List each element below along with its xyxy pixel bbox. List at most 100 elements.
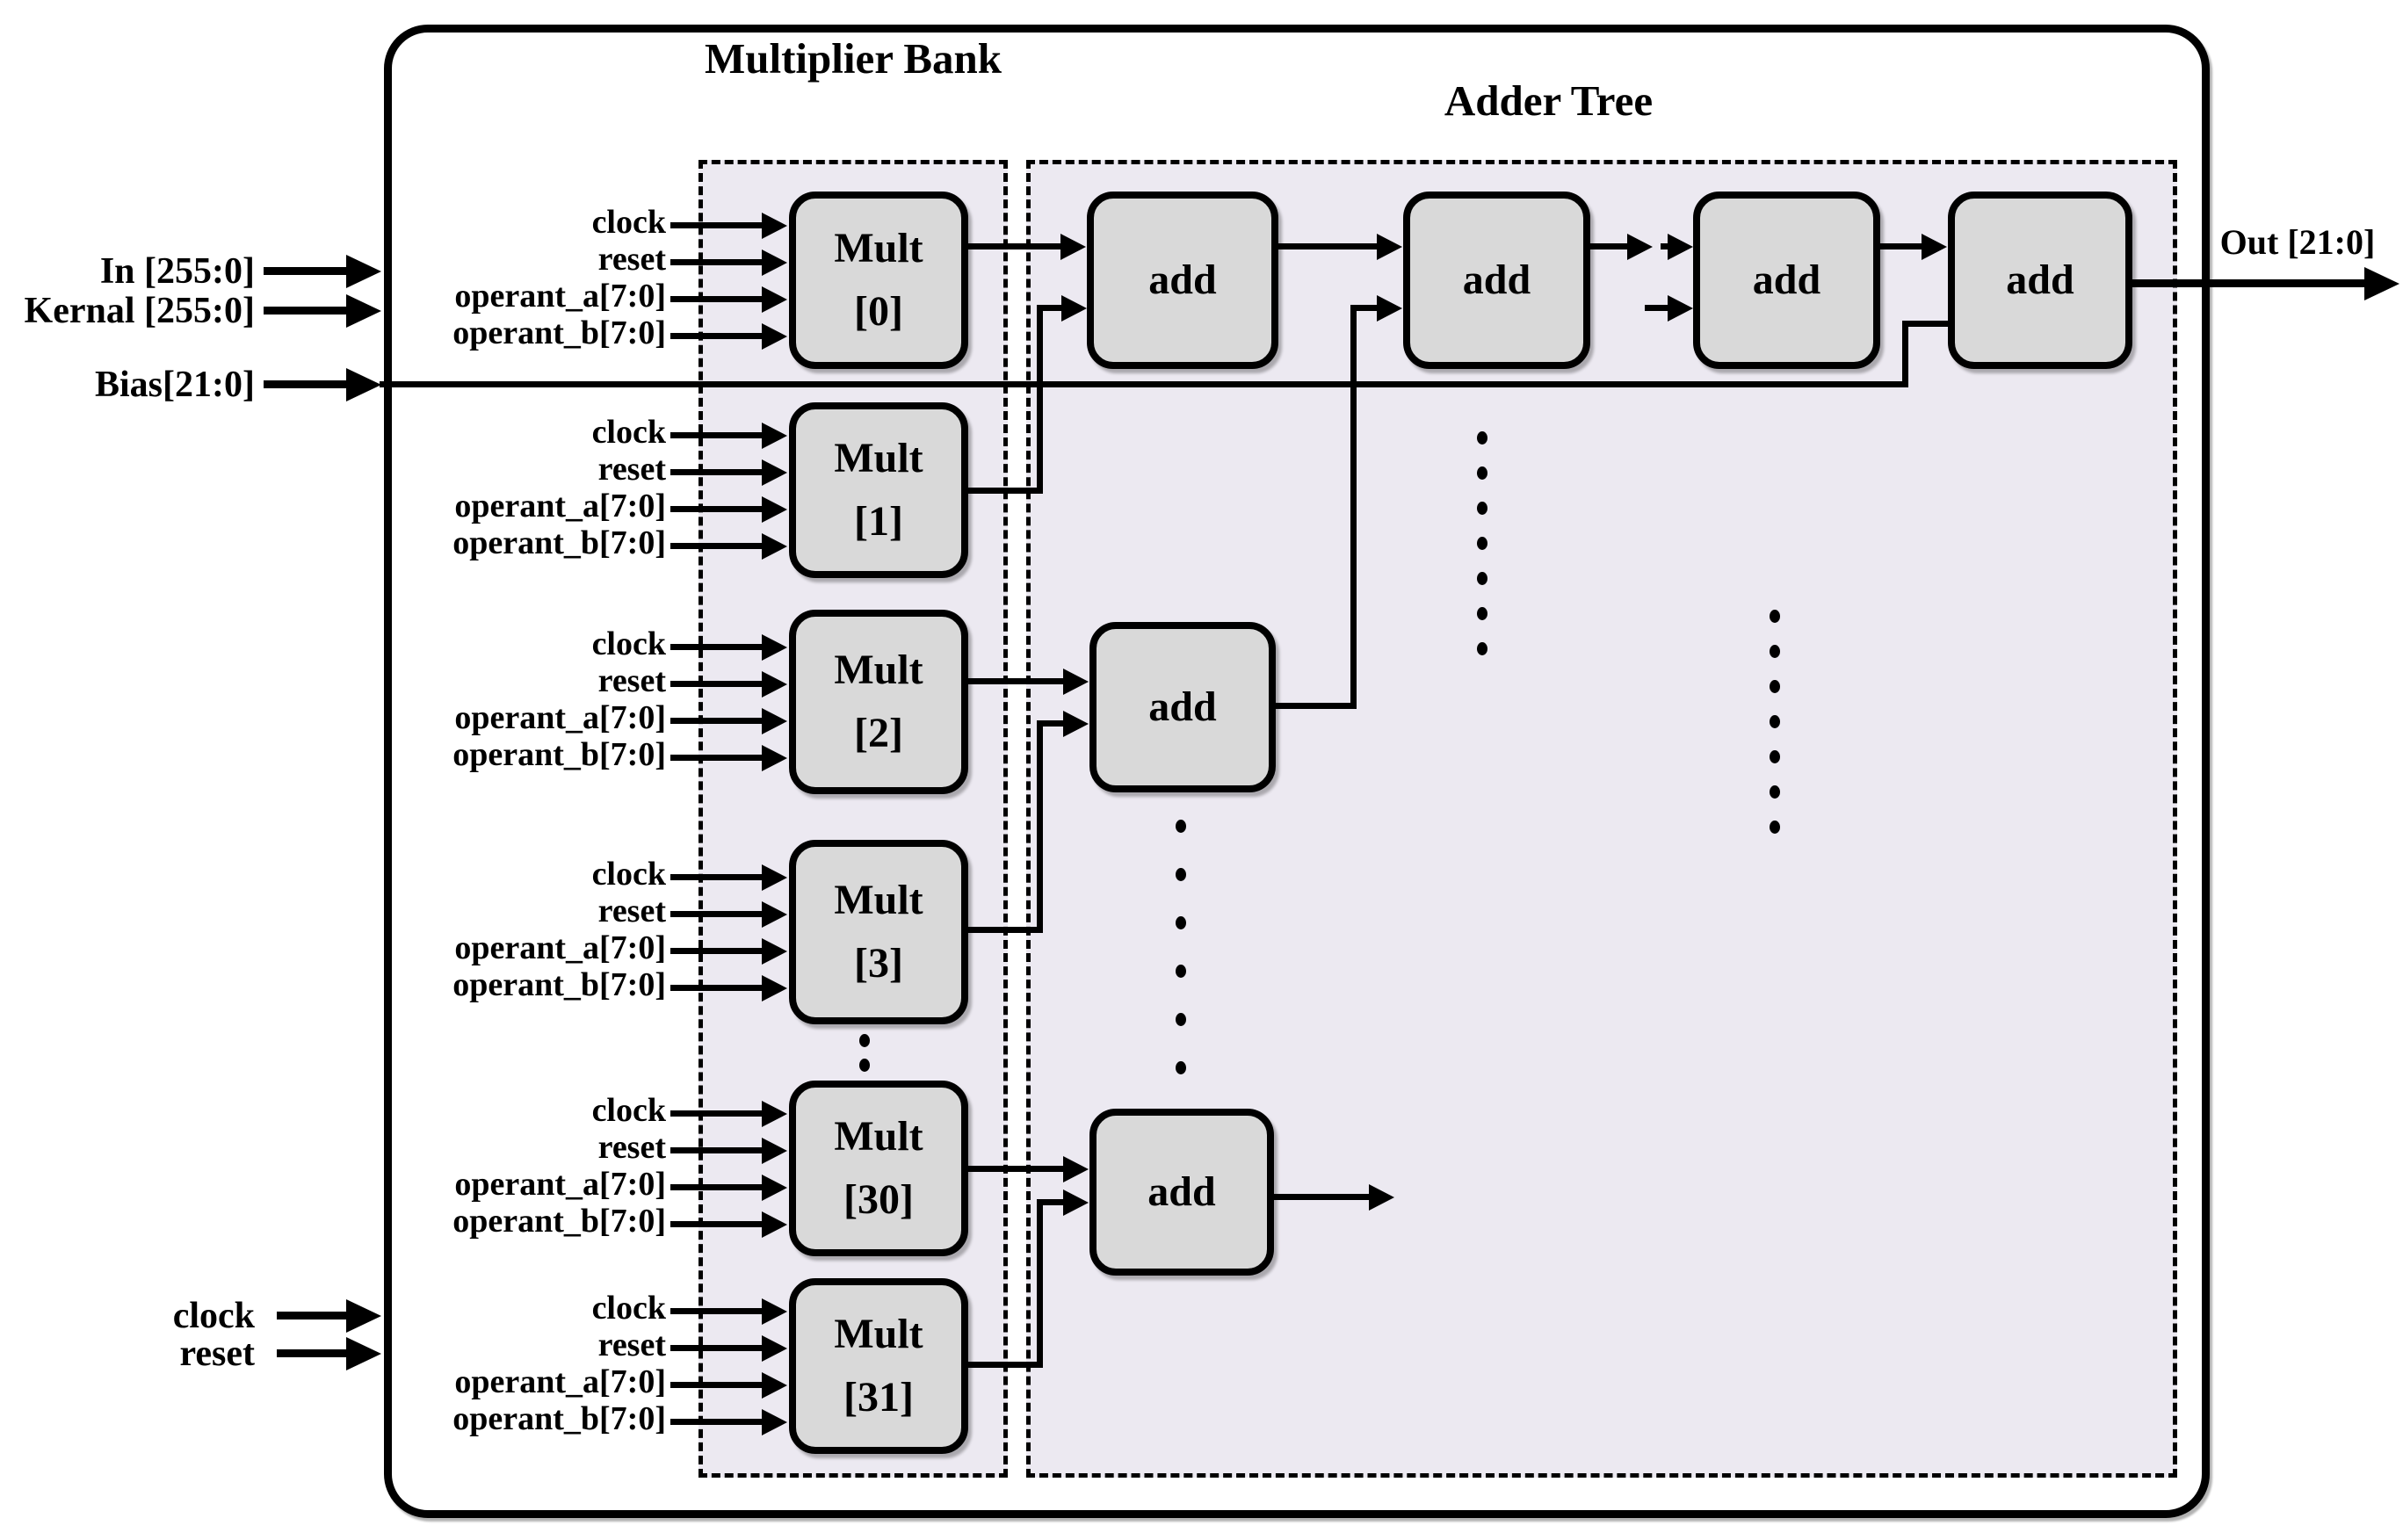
mult-0-index: [0] <box>854 288 903 335</box>
port-label-operant-b-mult1: operant_b[7:0] <box>452 524 666 561</box>
add-block-stage1-15: add <box>1089 1109 1274 1276</box>
arrow-port-clock-mult2 <box>670 644 762 650</box>
mult-block-3: Mult [3] <box>789 840 968 1024</box>
mult-30-index: [30] <box>843 1176 914 1223</box>
ellipsis-dot <box>1176 1061 1186 1074</box>
wire-mult0-to-add1 <box>968 243 1060 249</box>
arrow-port-operant-b-mult3 <box>670 985 762 991</box>
add-block-stage1-0: add <box>1087 192 1278 369</box>
mult-block-30: Mult [30] <box>789 1081 968 1256</box>
add-block-final: add <box>1948 192 2132 369</box>
ellipsis-dot <box>1770 821 1780 834</box>
arrow-input-bias <box>264 380 346 388</box>
wire-bias-main <box>380 381 1908 387</box>
port-label-operant-a-mult3: operant_a[7:0] <box>454 929 666 966</box>
port-label-operant-a-mult0: operant_a[7:0] <box>454 278 666 315</box>
port-label-reset-mult1: reset <box>597 451 666 488</box>
mult-31-name: Mult <box>834 1311 923 1357</box>
wire-mult3-to-add-l2 <box>1037 720 1063 727</box>
arrow-input-kernal <box>264 307 346 315</box>
port-label-operant-b-mult5: operant_b[7:0] <box>452 1400 666 1437</box>
port-label-reset-mult5: reset <box>597 1327 666 1363</box>
add-block-stage2-0: add <box>1403 192 1590 369</box>
arrow-port-operant-b-mult0 <box>670 333 762 339</box>
input-label-bias: Bias[21:0] <box>95 365 255 405</box>
add-label: add <box>1462 257 1531 303</box>
mult-31-index: [31] <box>843 1374 914 1421</box>
port-label-clock-mult3: clock <box>591 856 666 893</box>
multiplier-bank-title: Multiplier Bank <box>701 33 1005 84</box>
arrow-port-clock-mult0 <box>670 222 762 228</box>
wire-bias-to-add4 <box>1902 321 1948 327</box>
wire-add1-to-add2 <box>1278 243 1377 249</box>
port-label-clock-mult0: clock <box>591 204 666 241</box>
arrow-input-in <box>264 267 346 275</box>
ellipsis-dot <box>1477 537 1487 550</box>
arrow-port-operant-a-mult5 <box>670 1382 762 1388</box>
arrow-port-operant-a-mult3 <box>670 948 762 954</box>
ellipsis-dot <box>1770 785 1780 799</box>
ellipsis-dot <box>859 1059 870 1072</box>
add-label: add <box>1147 1168 1216 1215</box>
wire-add-l2-out <box>1276 703 1357 709</box>
port-label-operant-b-mult2: operant_b[7:0] <box>452 736 666 773</box>
mult-1-index: [1] <box>854 498 903 545</box>
input-label-kernal: Kernal [255:0] <box>24 291 255 331</box>
arrow-input-reset <box>277 1349 346 1357</box>
multiplier-bank-title-line2: Bank <box>903 34 1002 83</box>
arrow-port-clock-mult5 <box>670 1308 762 1314</box>
ellipsis-dot <box>1176 1013 1186 1026</box>
arrow-port-clock-mult1 <box>670 432 762 438</box>
output-label: Out [21:0] <box>2219 222 2376 262</box>
arrow-port-reset-mult1 <box>670 469 762 475</box>
input-label-reset: reset <box>179 1334 256 1374</box>
mult-3-name: Mult <box>834 877 923 923</box>
add-label: add <box>1148 257 1217 303</box>
mult-block-2: Mult [2] <box>789 610 968 794</box>
ellipsis-dot <box>1770 610 1780 623</box>
ellipsis-dot <box>1477 607 1487 620</box>
arrow-port-reset-mult0 <box>670 259 762 265</box>
wire-mult31-to-add-bottom <box>1037 1199 1063 1205</box>
mult-block-1: Mult [1] <box>789 402 968 578</box>
port-label-clock-mult5: clock <box>591 1290 666 1327</box>
arrow-port-operant-a-mult4 <box>670 1184 762 1190</box>
wire-add2-out <box>1590 243 1627 249</box>
ellipsis-dot <box>1770 680 1780 693</box>
mult-2-name: Mult <box>834 647 923 693</box>
ellipsis-dot <box>1176 916 1186 929</box>
add-label: add <box>1148 683 1217 730</box>
mult-block-31: Mult [31] <box>789 1278 968 1454</box>
port-label-operant-a-mult4: operant_a[7:0] <box>454 1166 666 1203</box>
port-label-operant-a-mult2: operant_a[7:0] <box>454 699 666 736</box>
ellipsis-dot <box>1770 645 1780 658</box>
ellipsis-dot <box>1477 502 1487 515</box>
arrow-port-operant-a-mult0 <box>670 296 762 302</box>
port-label-operant-a-mult5: operant_a[7:0] <box>454 1363 666 1400</box>
add-label: add <box>1752 257 1821 303</box>
port-label-clock-mult4: clock <box>591 1092 666 1129</box>
ellipsis-dot <box>1176 965 1186 978</box>
wire-mult2-to-add-l2 <box>968 678 1063 684</box>
wire-add-l2-riser <box>1350 307 1357 709</box>
multiplier-bank-title-line1: Multiplier <box>704 34 894 83</box>
arrow-port-operant-b-mult2 <box>670 755 762 761</box>
ellipsis-dot <box>1477 466 1487 480</box>
arrow-add-bottom-out <box>1274 1194 1369 1200</box>
port-label-clock-mult1: clock <box>591 414 666 451</box>
port-label-operant-a-mult1: operant_a[7:0] <box>454 488 666 524</box>
wire-bias-riser <box>1902 321 1908 387</box>
arrow-port-operant-b-mult1 <box>670 543 762 549</box>
wire-stub-to-add3-in2 <box>1645 305 1668 311</box>
ellipsis-dot <box>1477 642 1487 655</box>
arrow-port-clock-mult3 <box>670 874 762 880</box>
ellipsis-dot <box>859 1034 870 1047</box>
port-label-reset-mult3: reset <box>597 893 666 929</box>
add-block-stage1-1: add <box>1089 622 1276 792</box>
arrow-port-reset-mult3 <box>670 911 762 917</box>
mult-2-index: [2] <box>854 710 903 756</box>
port-label-clock-mult2: clock <box>591 625 666 662</box>
wire-mult1-to-add1 <box>1037 305 1061 311</box>
port-label-operant-b-mult4: operant_b[7:0] <box>452 1203 666 1240</box>
